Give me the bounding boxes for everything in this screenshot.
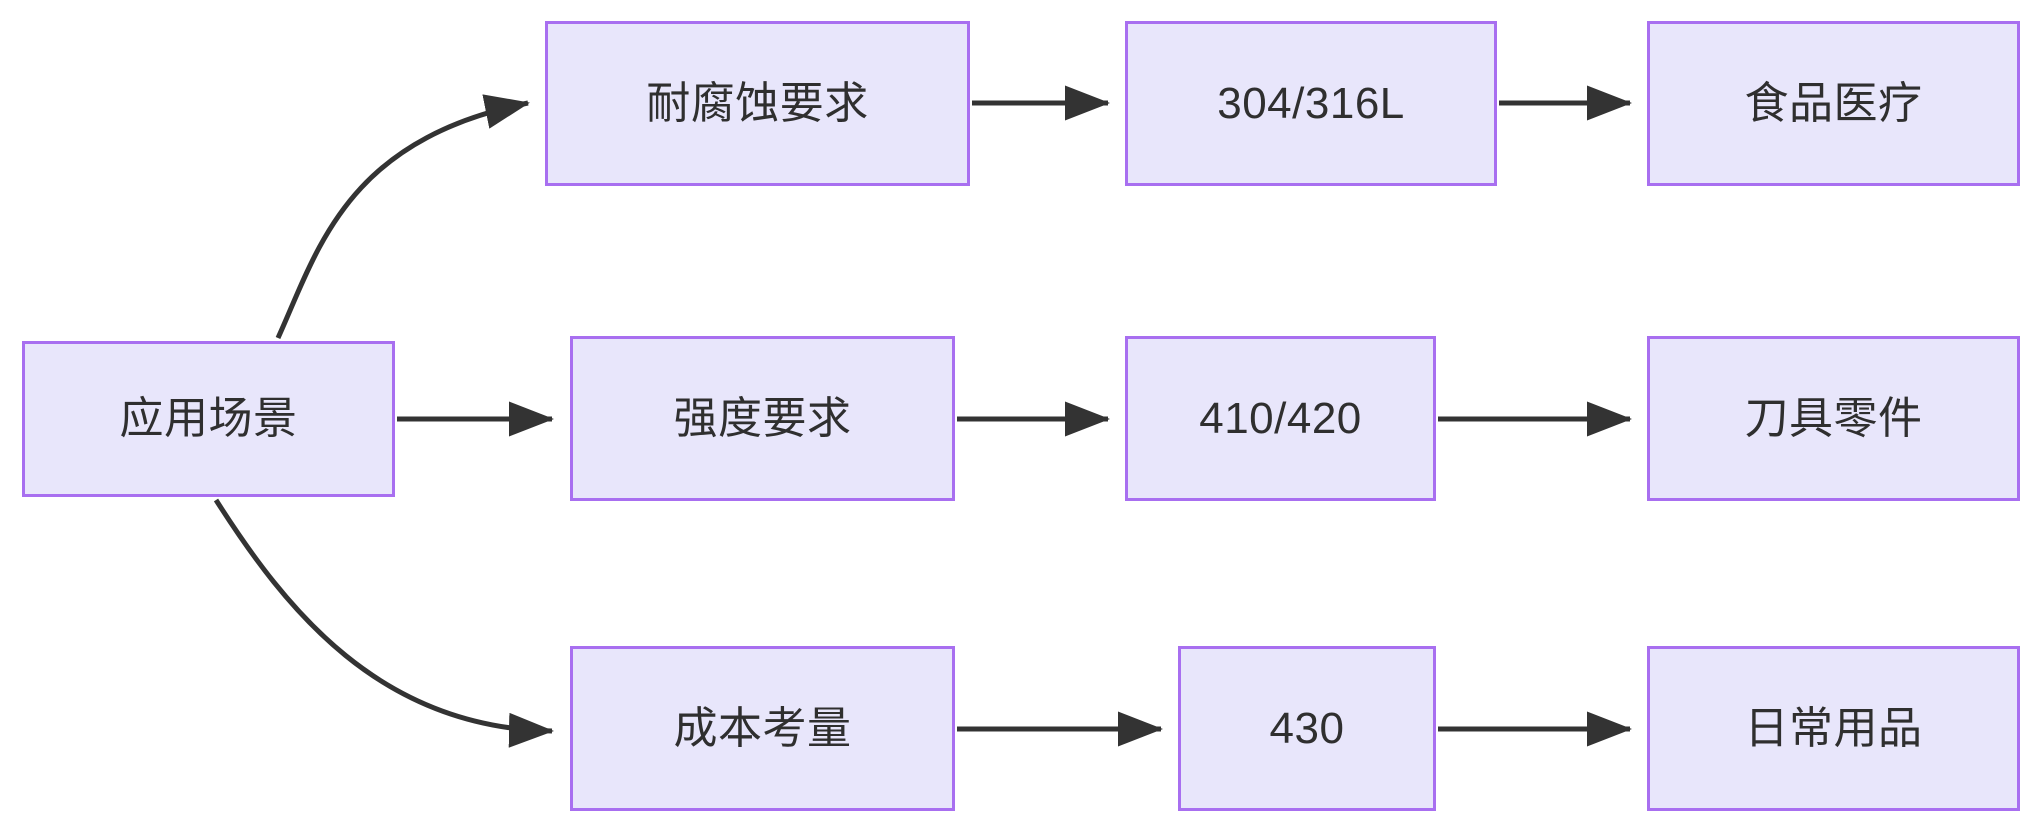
node-label: 刀具零件 bbox=[1744, 393, 1923, 443]
node-label: 成本考量 bbox=[673, 703, 852, 753]
node-label: 430 bbox=[1269, 703, 1345, 753]
node-cutting-tools-parts[interactable]: 刀具零件 bbox=[1647, 336, 2020, 501]
node-label: 410/420 bbox=[1199, 393, 1362, 443]
node-grade-430[interactable]: 430 bbox=[1178, 646, 1436, 811]
node-cost-consideration[interactable]: 成本考量 bbox=[570, 646, 955, 811]
node-daily-goods[interactable]: 日常用品 bbox=[1647, 646, 2020, 811]
edge-root-to-corrosion bbox=[275, 94, 530, 340]
node-corrosion-requirement[interactable]: 耐腐蚀要求 bbox=[545, 21, 970, 186]
node-food-medical[interactable]: 食品医疗 bbox=[1647, 21, 2020, 186]
node-label: 耐腐蚀要求 bbox=[646, 78, 869, 128]
node-grade-304-316l[interactable]: 304/316L bbox=[1125, 21, 1497, 186]
node-label: 应用场景 bbox=[119, 394, 298, 443]
node-grade-410-420[interactable]: 410/420 bbox=[1125, 336, 1436, 501]
node-application-scenario[interactable]: 应用场景 bbox=[22, 341, 395, 497]
node-strength-requirement[interactable]: 强度要求 bbox=[570, 336, 955, 501]
node-label: 强度要求 bbox=[673, 393, 852, 443]
node-label: 日常用品 bbox=[1744, 703, 1923, 753]
node-label: 食品医疗 bbox=[1744, 78, 1923, 128]
node-label: 304/316L bbox=[1217, 78, 1405, 128]
edge-root-to-cost bbox=[213, 498, 554, 748]
